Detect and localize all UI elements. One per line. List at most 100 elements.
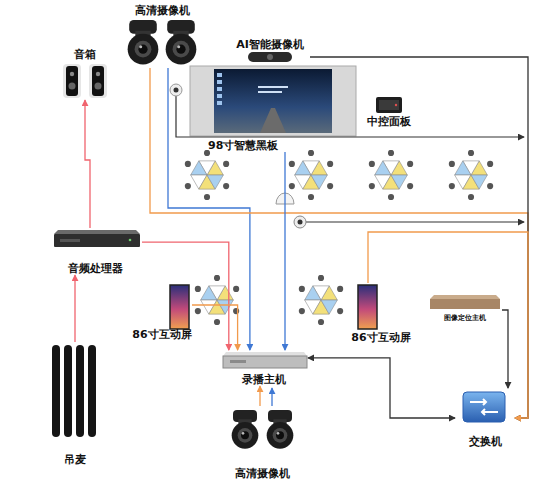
mic-dome — [276, 193, 294, 204]
device-label: 98寸智慧黑板 — [188, 139, 358, 152]
network-switch — [463, 392, 505, 422]
ai-camera — [248, 52, 292, 62]
connector — [310, 57, 528, 418]
panel-screen — [379, 100, 399, 110]
camera-wire — [176, 96, 524, 137]
table-group — [449, 150, 493, 200]
panel-body — [376, 97, 402, 113]
connector — [150, 68, 528, 418]
connector — [259, 386, 260, 406]
device-label: 图像定位主机 — [428, 314, 502, 322]
device-node: 高清摄像机 — [225, 406, 300, 480]
screen-text-line — [258, 91, 282, 93]
device-label: 录播主机 — [220, 373, 308, 386]
connector — [284, 152, 285, 350]
connector — [168, 68, 250, 350]
connector — [192, 305, 238, 350]
device-panel — [230, 360, 246, 363]
device-label: 86寸互动屏 — [132, 328, 192, 341]
screen-road — [260, 108, 286, 133]
dome-camera — [170, 84, 182, 96]
device-node: 录播主机 — [220, 350, 308, 386]
device-label: 86寸互动屏 — [350, 331, 412, 344]
device-node: 音频处理器 — [48, 228, 142, 275]
device-led — [129, 239, 132, 242]
dome-lens — [174, 88, 179, 93]
hanging-mics — [52, 345, 96, 437]
speaker — [66, 66, 78, 96]
device-node: 图像定位主机 — [428, 293, 502, 322]
device-panel — [60, 239, 80, 242]
switch-body — [463, 392, 505, 422]
control-panel — [376, 97, 402, 113]
hanging-mic — [64, 345, 72, 437]
hanging-mic — [76, 345, 84, 437]
ptz-camera — [166, 20, 197, 64]
device-top — [223, 352, 307, 356]
device-label: 音箱 — [60, 48, 110, 61]
desktop-icon — [217, 101, 222, 105]
connector — [502, 310, 508, 388]
device-label: 音频处理器 — [48, 262, 142, 275]
hanging-mic — [88, 345, 96, 437]
table-group — [289, 150, 333, 200]
ai-camera-lens — [267, 54, 273, 60]
device-front — [223, 356, 307, 368]
device-node: 音箱 — [60, 48, 110, 100]
ptz-camera — [267, 410, 294, 449]
hanging-mic — [52, 345, 60, 437]
hd-cameras-top — [128, 20, 197, 64]
device-front — [54, 234, 140, 247]
switch-arrows — [470, 399, 498, 415]
recording-host — [223, 352, 307, 368]
dome-camera — [294, 216, 306, 228]
table-group — [195, 275, 239, 325]
device-node: 86寸互动屏 — [132, 283, 192, 341]
speakers — [63, 64, 107, 98]
interactive-screens — [170, 285, 377, 329]
device-node: 吊麦 — [45, 342, 105, 466]
device-label: AI智能摄像机 — [230, 38, 310, 51]
desktop-icon — [217, 80, 222, 84]
screen-text-line — [258, 86, 288, 88]
desktop-icon — [217, 73, 222, 77]
desktop-icon — [217, 94, 222, 98]
positioning-host — [430, 295, 500, 309]
speaker-cone — [96, 72, 100, 76]
device-label: 高清摄像机 — [225, 467, 300, 480]
speaker-cone — [70, 72, 74, 76]
video-wire — [271, 388, 272, 406]
board-screen — [214, 69, 332, 133]
audio-processor — [54, 230, 140, 247]
board-frame — [190, 66, 356, 136]
ptz-camera — [232, 410, 259, 449]
dome-camera-1 — [170, 84, 524, 137]
connector — [85, 100, 90, 228]
ptz-camera — [128, 20, 159, 64]
ceiling-mic — [276, 193, 294, 204]
speaker-glow — [63, 64, 81, 98]
table-group — [299, 275, 343, 325]
device-label: 吊麦 — [45, 453, 105, 466]
table-group — [369, 150, 413, 200]
hd-cameras-bottom — [232, 388, 294, 449]
device-label: 高清摄像机 — [115, 4, 210, 17]
table-group — [185, 150, 229, 200]
smart-board — [190, 66, 356, 136]
speaker-cone — [95, 83, 102, 90]
device-front — [430, 299, 500, 309]
device-label: 交换机 — [455, 435, 515, 448]
interactive-screen — [358, 285, 377, 329]
desktop-icon — [217, 87, 222, 91]
device-top — [54, 230, 140, 234]
connector — [74, 275, 75, 342]
connector — [368, 232, 528, 418]
interactive-screen — [170, 285, 189, 329]
connector — [308, 358, 455, 418]
device-node: 高清摄像机 — [115, 4, 210, 68]
speaker-glow — [89, 64, 107, 98]
dome-camera-2 — [294, 216, 524, 228]
